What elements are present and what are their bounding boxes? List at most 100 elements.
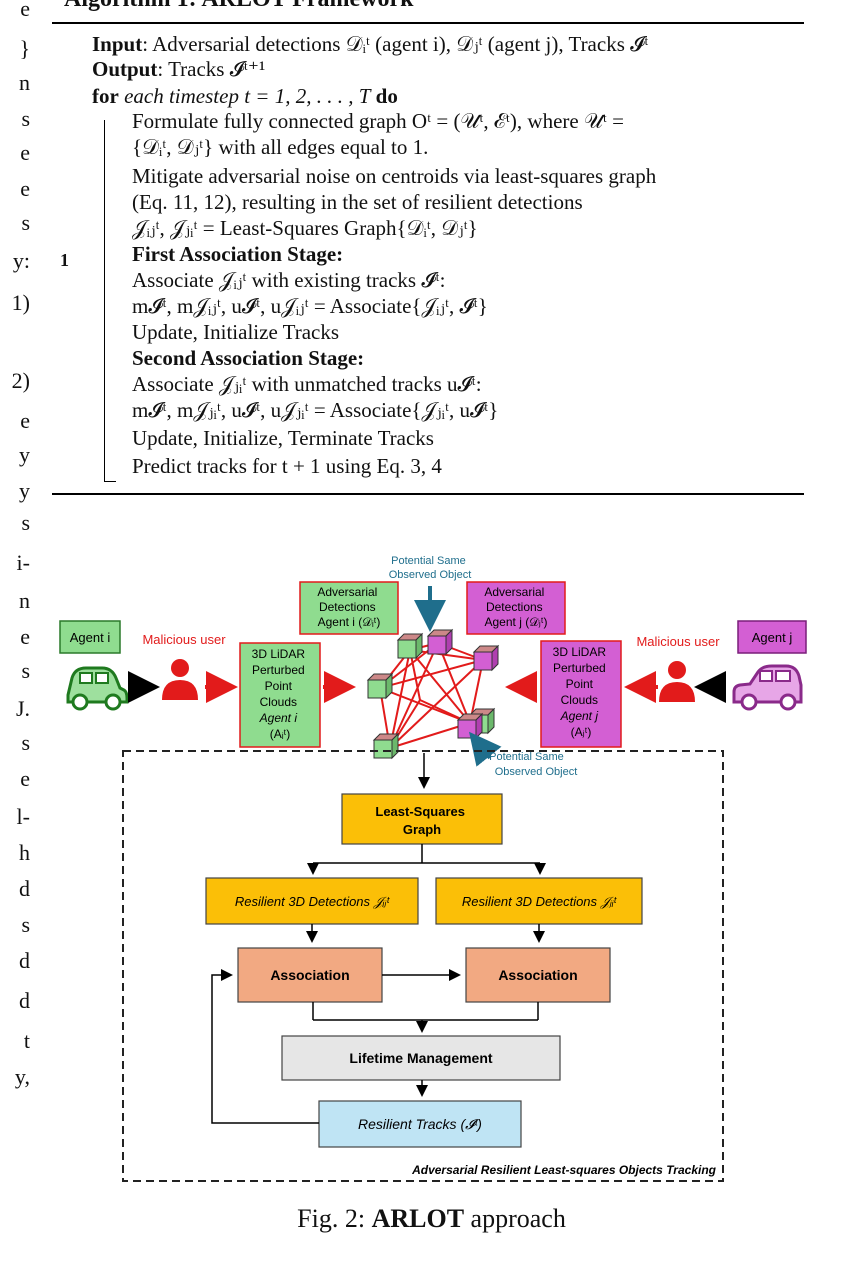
resilient-detections-ij-label: Resilient 3D Detections 𝒥ᵢⱼᵗ bbox=[235, 894, 391, 909]
resilient-detections-ji-label: Resilient 3D Detections 𝒥ⱼᵢᵗ bbox=[462, 894, 618, 909]
adversarial-detections-i-text: Adversarial Detections Agent i (𝒟ᵢᵗ) bbox=[317, 585, 380, 629]
malicious-user-left-icon bbox=[162, 659, 198, 700]
algorithm-title: Algorithm 1: ARLOT Framework bbox=[64, 0, 414, 13]
alg-step: Update, Initialize, Terminate Tracks bbox=[132, 426, 434, 450]
input-line: Input: Adversarial detections 𝒟ᵢᵗ (agent… bbox=[92, 34, 863, 55]
left-column-fragment: y, bbox=[14, 1064, 30, 1089]
least-squares-graph-box bbox=[341, 793, 503, 845]
left-column-fragment: h bbox=[19, 840, 30, 865]
malicious-user-right-label: Malicious user bbox=[636, 634, 720, 649]
agent-i-label: Agent i bbox=[70, 630, 111, 645]
least-squares-graph-label: Least-Squares Graph bbox=[375, 804, 468, 837]
left-column-fragment: d bbox=[19, 988, 30, 1013]
alg-step: 𝒥ᵢⱼᵗ, 𝒥ⱼᵢᵗ = Least-Squares Graph{𝒟ᵢᵗ, 𝒟ⱼ… bbox=[132, 216, 478, 240]
left-column-fragment: 2) bbox=[11, 368, 30, 393]
alg-step: Associate 𝒥ᵢⱼᵗ with existing tracks 𝓘ᵗ: bbox=[132, 268, 446, 292]
left-column-fragment: e bbox=[20, 140, 30, 165]
agent-i-box bbox=[59, 620, 121, 654]
left-column-fragment: y: bbox=[12, 248, 30, 273]
second-association-heading: Second Association Stage: bbox=[132, 346, 365, 370]
potential-same-object-bottom: Potential Same Observed Object bbox=[489, 751, 577, 778]
framework-region bbox=[122, 750, 724, 1182]
left-column-fragment: n bbox=[19, 588, 30, 613]
left-column-fragment: n bbox=[19, 70, 30, 95]
left-column-fragment: e bbox=[20, 176, 30, 201]
left-column-fragment: e bbox=[20, 0, 30, 21]
left-column-fragment: e bbox=[20, 766, 30, 791]
alg-step: {𝒟ᵢᵗ, 𝒟ⱼᵗ} with all edges equal to 1. bbox=[132, 135, 429, 159]
lidar-agent-j-box bbox=[540, 640, 622, 748]
left-column-fragment: s bbox=[21, 210, 30, 235]
loop-bar bbox=[104, 120, 105, 482]
left-column-fragment: J. bbox=[15, 696, 30, 721]
association-left-box bbox=[237, 947, 383, 1003]
left-column-fragment: t bbox=[23, 1028, 30, 1053]
lifetime-management-box bbox=[281, 1035, 561, 1081]
cube-magenta-3 bbox=[456, 712, 484, 740]
left-column-fragment: e bbox=[20, 408, 30, 433]
alg-step: Update, Initialize Tracks bbox=[132, 320, 340, 344]
malicious-user-right-icon bbox=[659, 661, 695, 702]
left-column-fragment: } bbox=[19, 36, 30, 61]
for-line: for each timestep t = 1, 2, . . . , T do bbox=[92, 86, 863, 107]
lidar-agent-i-box bbox=[239, 642, 321, 748]
left-column-fragment: s bbox=[21, 912, 30, 937]
car-green-icon bbox=[66, 666, 129, 711]
figure-caption: Fig. 2: ARLOT approach bbox=[297, 1204, 566, 1233]
alg-step: m𝓘ᵗ, m𝒥ⱼᵢᵗ, u𝓘ᵗ, u𝒥ⱼᵢᵗ = Associate{𝒥ⱼᵢᵗ,… bbox=[132, 398, 499, 422]
left-column-fragment: y bbox=[19, 478, 30, 503]
cube-green-2 bbox=[366, 672, 394, 700]
alg-step: Predict tracks for t + 1 using Eq. 3, 4 bbox=[132, 454, 442, 478]
association-right-box bbox=[465, 947, 611, 1003]
association-right-label: Association bbox=[498, 967, 577, 983]
framework-label: Adversarial Resilient Least-squares Obje… bbox=[411, 1163, 717, 1177]
agent-j-label: Agent j bbox=[752, 630, 793, 645]
resilient-tracks-label: Resilient Tracks (𝓘ᵗ) bbox=[358, 1116, 482, 1132]
alg-step: m𝓘ᵗ, m𝒥ᵢⱼᵗ, u𝓘ᵗ, u𝒥ᵢⱼᵗ = Associate{𝒥ᵢⱼᵗ,… bbox=[132, 294, 488, 318]
left-column-fragment: l- bbox=[16, 804, 30, 829]
alg-step: (Eq. 11, 12), resulting in the set of re… bbox=[132, 190, 583, 214]
first-association-heading: First Association Stage: bbox=[132, 242, 344, 266]
adversarial-detections-j-box bbox=[466, 581, 566, 635]
alg-step: Formulate fully connected graph Oᵗ = (𝒰ᵗ… bbox=[132, 109, 624, 133]
potential-same-object-top: Potential Same Observed Object bbox=[389, 555, 472, 581]
algorithm-line-number: 1 bbox=[60, 250, 69, 270]
left-column-fragment: s bbox=[21, 106, 30, 131]
left-column-fragment: d bbox=[19, 948, 30, 973]
algorithm-bottom-rule bbox=[52, 493, 804, 495]
cube-green-4 bbox=[372, 732, 400, 760]
loop-bar-foot bbox=[104, 481, 116, 482]
detection-cubes bbox=[366, 628, 500, 760]
arlot-diagram: Agent i Malicious user 3D LiDAR Perturbe… bbox=[59, 555, 807, 1182]
adversarial-detections-j-text: Adversarial Detections Agent j (𝒟ⱼᵗ) bbox=[484, 585, 547, 629]
association-left-label: Association bbox=[270, 967, 349, 983]
input-text: : Adversarial detections 𝒟ᵢᵗ (agent i), … bbox=[142, 32, 649, 56]
cube-magenta-1 bbox=[426, 628, 454, 656]
malicious-user-left-label: Malicious user bbox=[142, 632, 226, 647]
left-column-fragment: e bbox=[20, 624, 30, 649]
do-keyword: do bbox=[375, 84, 398, 108]
adversarial-detections-i-box bbox=[299, 581, 399, 635]
left-column-fragment: s bbox=[21, 510, 30, 535]
left-column-fragment: s bbox=[21, 658, 30, 683]
left-column-fragment: y bbox=[19, 442, 30, 467]
output-label: Output bbox=[92, 57, 158, 81]
resilient-detections-ij-box bbox=[205, 877, 419, 925]
input-label: Input bbox=[92, 32, 143, 56]
left-column-fragment: i- bbox=[16, 550, 30, 575]
left-column-fragment: s bbox=[21, 730, 30, 755]
lifetime-management-label: Lifetime Management bbox=[349, 1050, 492, 1066]
output-line: Output: Tracks 𝓘ᵗ⁺¹ bbox=[92, 59, 863, 80]
lidar-agent-i-text: 3D LiDAR Perturbed Point Clouds Agent i … bbox=[252, 647, 309, 741]
for-keyword: for bbox=[92, 84, 119, 108]
algorithm-top-rule bbox=[52, 22, 804, 24]
alg-step: Mitigate adversarial noise on centroids … bbox=[132, 164, 657, 188]
left-column-fragment: 1) bbox=[11, 290, 30, 315]
car-purple-icon bbox=[732, 664, 803, 711]
lidar-agent-j-text: 3D LiDAR Perturbed Point Clouds Agent j … bbox=[553, 645, 610, 739]
output-text: : Tracks 𝓘ᵗ⁺¹ bbox=[157, 57, 266, 81]
cube-magenta-2 bbox=[472, 644, 500, 672]
for-text: each timestep t = 1, 2, . . . , T bbox=[124, 84, 371, 108]
left-column-fragment: d bbox=[19, 876, 30, 901]
